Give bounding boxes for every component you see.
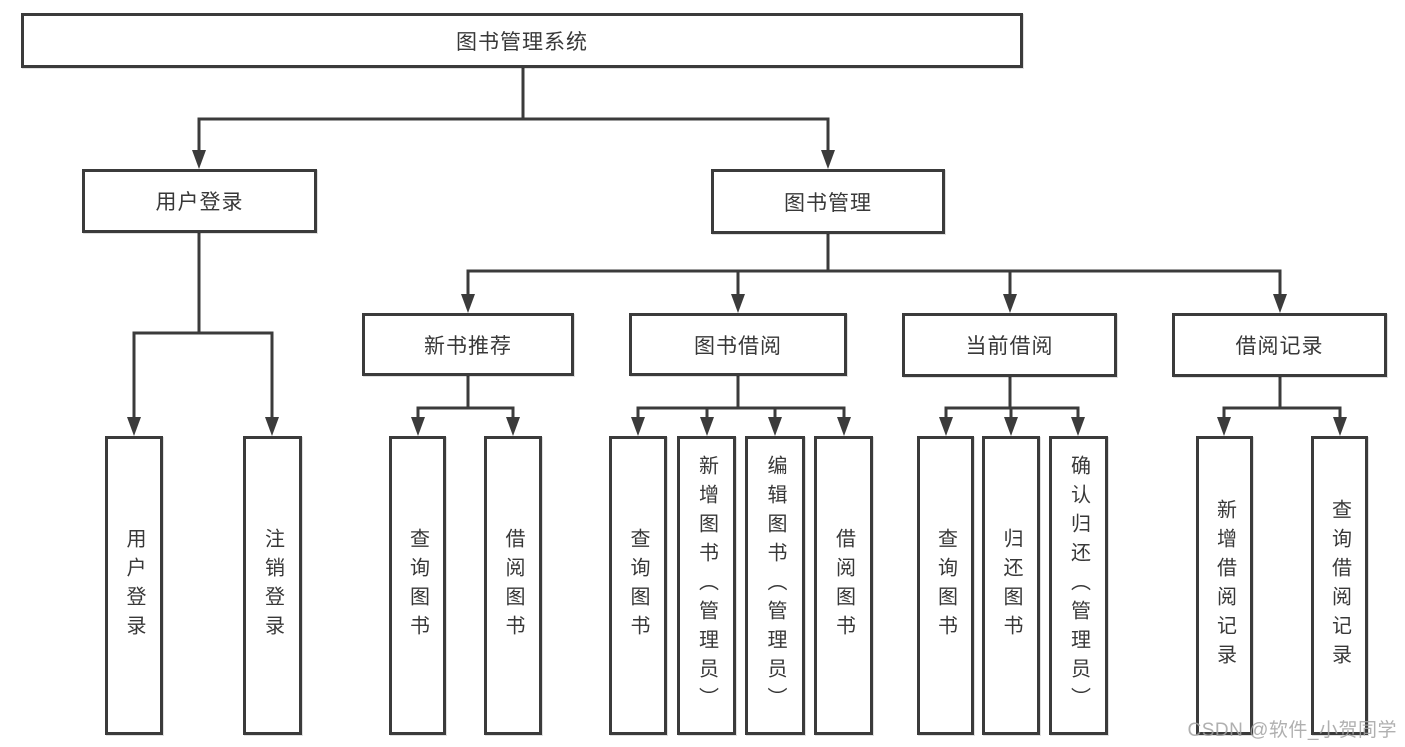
leaf-label: 借阅图书 [832, 527, 855, 644]
connector-borrow-records-children [1217, 377, 1347, 436]
leaf-confirm-return-admin: 确认归还（管理员） [1049, 436, 1108, 735]
connector-book-mgmt-sections [461, 234, 1287, 313]
leaf-label: 查询借阅记录 [1328, 498, 1351, 673]
arrowhead [461, 294, 475, 313]
connector-current-borrow-children [939, 377, 1085, 436]
leaf-label: 编辑图书（管理员） [764, 455, 786, 716]
node-current-borrow: 当前借阅 [902, 313, 1117, 377]
node-borrow-records: 借阅记录 [1172, 313, 1387, 377]
leaf-label: 新增借阅记录 [1213, 498, 1236, 673]
arrowhead [411, 417, 425, 436]
arrowhead [1004, 417, 1018, 436]
connector-root-to-level2 [192, 68, 835, 169]
arrowhead [506, 417, 520, 436]
leaf-label: 确认归还（管理员） [1067, 455, 1090, 716]
leaf-label: 归还图书 [1000, 527, 1022, 644]
arrowhead [837, 417, 851, 436]
node-book-borrow: 图书借阅 [629, 313, 847, 376]
node-new-book-recommend: 新书推荐 [362, 313, 574, 376]
arrowhead [768, 417, 782, 436]
leaf-label: 借阅图书 [502, 527, 524, 644]
arrowhead [731, 294, 745, 313]
arrowhead [1333, 417, 1347, 436]
arrowhead [127, 417, 141, 436]
leaf-label: 查询图书 [627, 527, 649, 644]
arrowhead [631, 417, 645, 436]
arrowhead [1071, 417, 1085, 436]
leaf-add-borrow-record: 新增借阅记录 [1196, 436, 1253, 735]
leaf-borrow-books: 借阅图书 [814, 436, 873, 735]
leaf-add-books-admin: 新增图书（管理员） [677, 436, 736, 735]
leaf-query-books-current: 查询图书 [917, 436, 974, 735]
arrowhead [1273, 294, 1287, 313]
connector-new-books-children [411, 376, 520, 436]
arrowhead [821, 150, 835, 169]
leaf-user-login: 用户登录 [105, 436, 163, 735]
leaf-label: 查询图书 [406, 527, 429, 644]
arrowhead [265, 417, 279, 436]
node-book-management: 图书管理 [711, 169, 945, 234]
arrowhead [1003, 294, 1017, 313]
arrowhead [192, 150, 206, 169]
arrowhead [700, 417, 714, 436]
leaf-label: 新增图书（管理员） [695, 455, 718, 716]
node-user-login: 用户登录 [82, 169, 317, 233]
leaf-label: 查询图书 [934, 527, 957, 644]
leaf-query-borrow-record: 查询借阅记录 [1311, 436, 1368, 735]
leaf-logout: 注销登录 [243, 436, 302, 735]
leaf-return-books: 归还图书 [982, 436, 1040, 735]
leaf-query-books-recommend: 查询图书 [389, 436, 446, 735]
connector-user-login-children [127, 233, 279, 436]
leaf-query-books-borrow: 查询图书 [609, 436, 667, 735]
leaf-label: 注销登录 [261, 527, 284, 644]
node-system-root: 图书管理系统 [21, 13, 1023, 68]
connector-book-borrow-children [631, 376, 851, 436]
arrowhead [939, 417, 953, 436]
leaf-label: 用户登录 [123, 527, 145, 644]
arrowhead [1217, 417, 1231, 436]
leaf-edit-books-admin: 编辑图书（管理员） [745, 436, 805, 735]
leaf-borrow-books-recommend: 借阅图书 [484, 436, 542, 735]
